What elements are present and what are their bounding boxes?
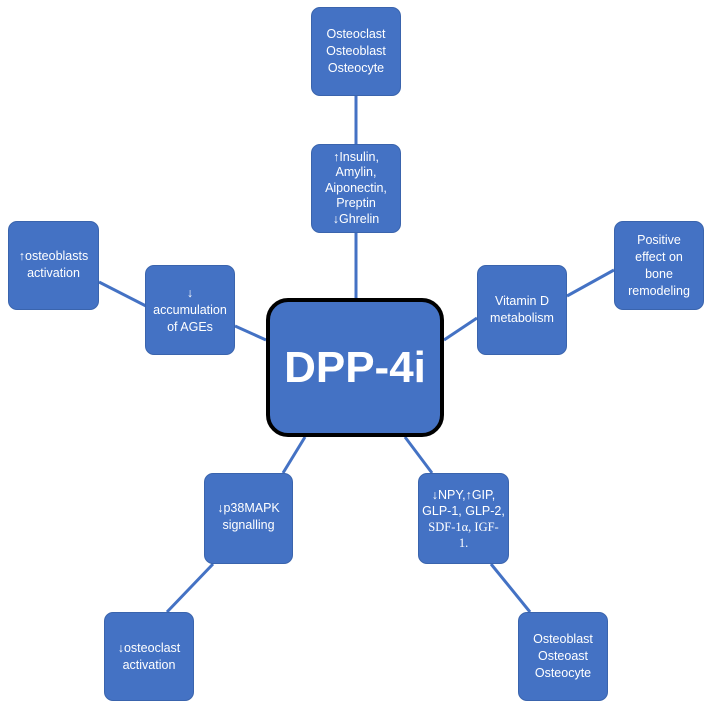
text-line: Preptin [336,196,376,211]
text-line: ↑osteoblasts [18,249,89,263]
text-line: bone [645,266,673,281]
text-line: Osteocyte [534,666,592,680]
text-line: Osteoblast [326,44,386,58]
text-line: Aiponectin, [325,180,387,195]
box-bone-cells-bottom: Osteoblast Osteoast Osteocyte [518,612,608,701]
box-ages-accumulation: ↓ accumulation of AGEs [145,265,235,355]
box-positive-effect: Positive effect on bone remodeling [614,221,704,310]
connector-ages-osteoblast-activation [98,280,147,308]
connector-hub-p38 [281,436,307,474]
text-line: ↓Ghrelin [332,211,380,226]
text-line: remodeling [628,283,690,298]
text-line: Vitamin D [495,294,549,308]
text-line: activation [27,266,80,280]
text-line: ↓NPY,↑GIP, [431,487,496,502]
connector-p38-osteoclast-activation [165,562,215,614]
text-line: ↓osteoclast [117,640,181,655]
text-line: of AGEs [167,319,213,334]
text-line: ↑Insulin, [333,149,379,164]
text-line: Osteoast [537,649,589,663]
connector-vitamin-d-positive-effect [566,268,615,298]
box-hormones: ↑Insulin, Amylin, Aiponectin, Preptin ↓G… [311,144,401,233]
text-line: ↓ [186,285,194,300]
box-osteoblast-activation: ↑osteoblasts activation [8,221,99,310]
text-line: effect on [635,249,683,264]
connector-hub-npy [403,436,434,474]
center-dpp4i: DPP-4i [266,298,444,437]
text-line: SDF-1α, IGF- [428,519,499,534]
box-npy-gip-glp: ↓NPY,↑GIP, GLP-1, GLP-2, SDF-1α, IGF- 1. [418,473,509,564]
text-line: Amylin, [335,165,377,180]
connector-hub-ages [234,324,267,342]
connector-hub-vitamin-d [443,316,478,342]
connector-npy-cells-bottom [489,563,532,613]
text-line: 1. [458,535,469,550]
text-line: activation [122,657,176,672]
text-line: Osteoclast [326,27,386,41]
box-p38mapk-signalling: ↓p38MAPK signalling [204,473,293,564]
text-line: Osteoblast [533,632,593,646]
box-bone-cells-top: Osteoclast Osteoblast Osteocyte [311,7,401,96]
text-line: Positive [637,232,681,247]
text-line: metabolism [490,311,554,325]
text-line: Osteocyte [327,61,385,75]
text-line: accumulation [153,302,227,317]
box-vitamin-d-metabolism: Vitamin D metabolism [477,265,567,355]
text-line: ↓p38MAPK [217,501,280,515]
text-line: GLP-1, GLP-2, [422,503,505,518]
box-osteoclast-activation: ↓osteoclast activation [104,612,194,701]
text-line: signalling [222,518,275,532]
